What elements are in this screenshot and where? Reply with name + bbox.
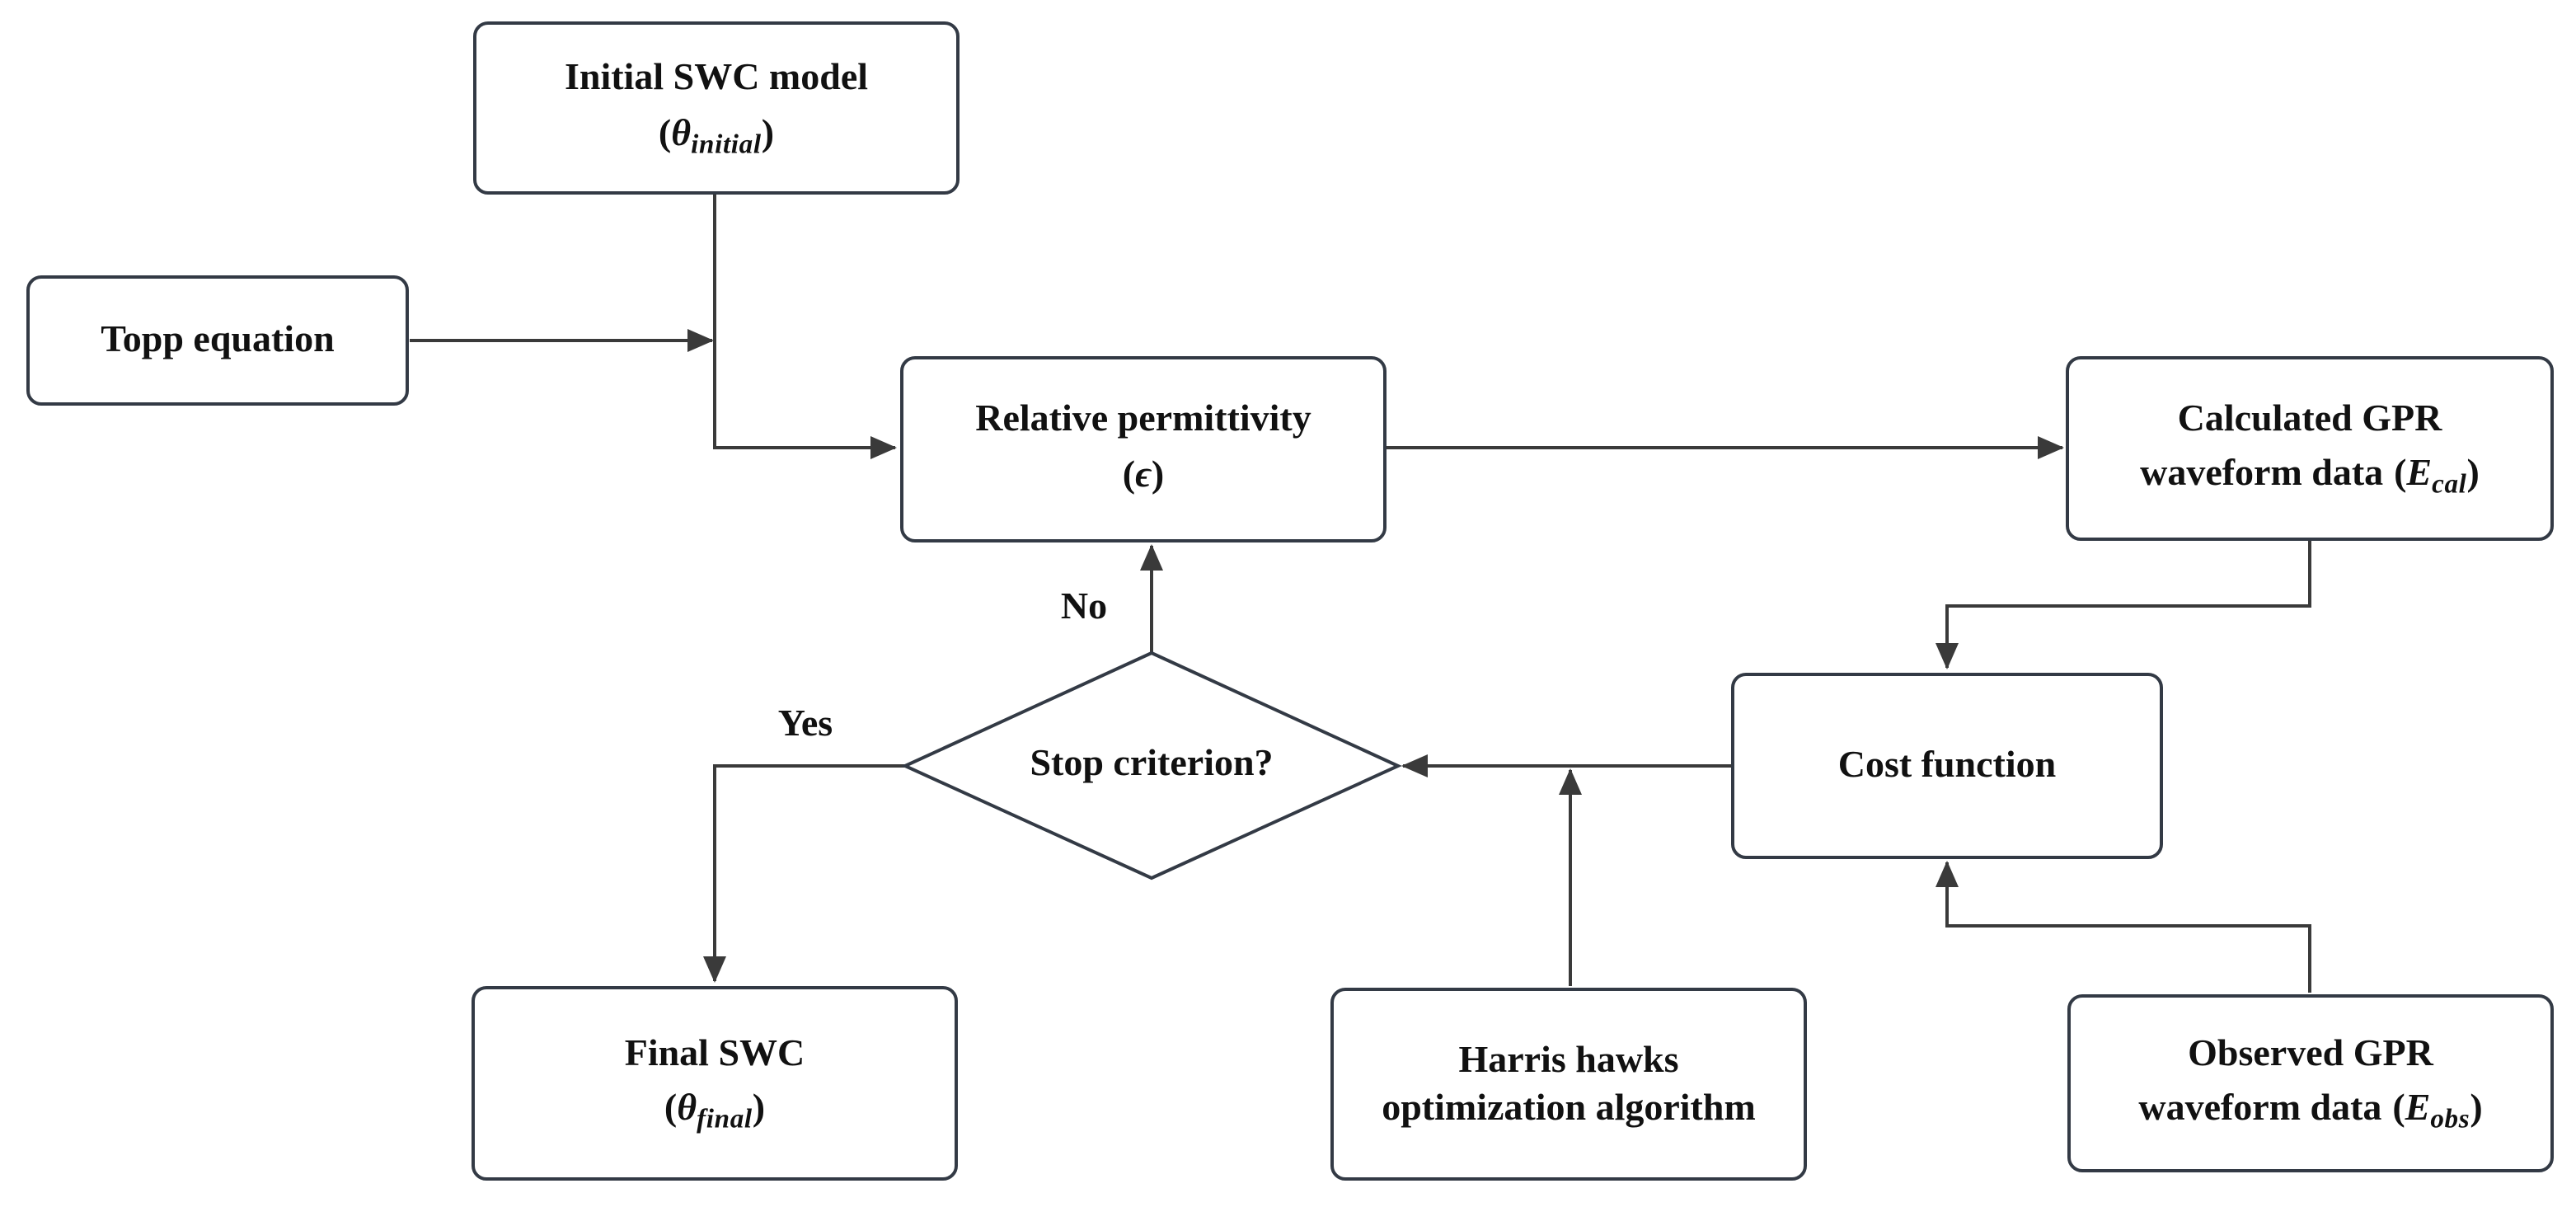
e-symbol: E [2406,452,2433,494]
calcgpr-line2-text: waveform data [2140,452,2384,494]
epsilon-symbol: ϵ [1135,453,1152,495]
node-topp-equation: Topp equation [26,275,409,406]
stop-criterion-diamond-shape [905,653,1398,878]
node-finalswc-symbol: (θfinal) [664,1087,765,1134]
node-finalswc-title: Final SWC [624,1031,805,1073]
paren-open: ( [1122,453,1136,495]
node-harris-line1: Harris hawks [1458,1038,1679,1080]
node-relperm-symbol: (ϵ) [1123,453,1165,500]
node-observed-line2: waveform data(Eobs) [2138,1087,2482,1134]
edge-observed-to-cost [1936,861,2310,993]
edge-initial-to-relperm [715,195,897,459]
paren-open: ( [658,111,672,153]
edge-stop-yes-to-final [703,766,905,983]
node-harris-hawks-optimization: Harris hawks optimization algorithm [1330,988,1807,1181]
paren-open: ( [664,1087,678,1129]
paren-open: ( [2392,1087,2405,1129]
node-calcgpr-line2: waveform data(Ecal) [2140,453,2480,500]
node-stop-criterion-label: Stop criterion? [1030,742,1274,783]
e-subscript-cal: cal [2432,468,2467,500]
node-final-swc: Final SWC (θfinal) [472,986,958,1181]
edge-calcgpr-to-cost [1936,541,2310,669]
theta-subscript: initial [691,128,762,159]
node-observed-gpr-waveform-data: Observed GPR waveform data(Eobs) [2067,994,2554,1172]
node-relperm-title: Relative permittivity [975,397,1311,439]
node-initial-swc-symbol: (θinitial) [659,112,774,159]
paren-close: ) [2466,452,2480,494]
paren-close: ) [1151,453,1165,495]
node-topp-title: Topp equation [101,318,335,360]
node-calculated-gpr-waveform-data: Calculated GPR waveform data(Ecal) [2066,356,2554,541]
e-symbol: E [2405,1087,2431,1129]
branch-label-no: No [1060,585,1108,627]
theta-symbol: θ [677,1087,697,1129]
paren-close: ) [2470,1087,2483,1129]
observed-line2-text: waveform data [2138,1087,2382,1129]
paren-close: ) [761,111,775,153]
paren-close: ) [752,1087,766,1129]
node-cost-function: Cost function [1731,673,2163,859]
node-initial-swc-model: Initial SWC model (θinitial) [473,21,960,195]
branch-label-yes: Yes [777,702,833,744]
paren-open: ( [2394,452,2407,494]
e-subscript-obs: obs [2430,1103,2470,1134]
node-calcgpr-line1: Calculated GPR [2177,397,2442,439]
node-relative-permittivity: Relative permittivity (ϵ) [900,356,1387,542]
node-cost-title: Cost function [1837,744,2057,786]
node-initial-swc-title: Initial SWC model [564,56,869,98]
theta-subscript-final: final [697,1103,753,1134]
theta-symbol: θ [671,111,692,153]
node-harris-line2: optimization algorithm [1382,1087,1756,1128]
node-observed-line1: Observed GPR [2188,1031,2433,1073]
